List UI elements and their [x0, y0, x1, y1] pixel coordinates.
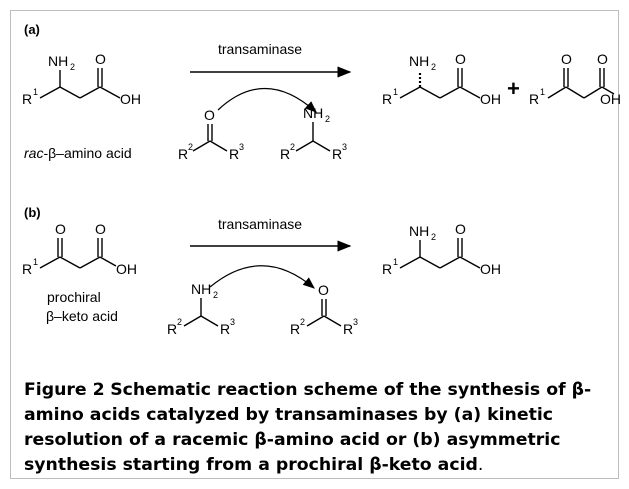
atom-oh-keto-b: OH [116, 261, 137, 277]
reagent-transaminase-a: transaminase [218, 41, 302, 57]
section-label-b: (b) [24, 205, 41, 220]
substrate-label-a-rest: -β–amino acid [43, 145, 131, 161]
atom-o-ketone-b: O [318, 282, 329, 298]
atom-o2-keto-a: O [597, 51, 608, 67]
molecule-amine-b [183, 298, 219, 327]
atom-o-ketone-a: O [204, 107, 215, 123]
atom-r2-amine-b: R [167, 321, 177, 337]
atom-nh2-product-b: NH [409, 223, 429, 239]
atom-r2-sup-amine-a: 2 [290, 142, 295, 152]
molecule-product-amino-acid-a [399, 68, 481, 99]
atom-o: O [95, 51, 106, 67]
atom-r1-sup-keto-a: 1 [540, 87, 545, 97]
substrate-label-b-line2: β–keto acid [46, 308, 118, 324]
molecule-rac-beta-amino-acid [39, 68, 121, 99]
atom-nh2-sub-amine-b: 2 [213, 290, 218, 300]
atom-r1-keto-b: R [22, 261, 32, 277]
atom-r2-sup-ketone-b: 2 [300, 317, 305, 327]
molecule-product-amino-acid-b [399, 238, 481, 269]
atom-r2-ketone-b: R [290, 321, 300, 337]
molecule-amine-a [295, 122, 331, 152]
substrate-label-a: rac-β–amino acid [24, 145, 132, 161]
curved-arrow-a [217, 87, 317, 113]
atom-oh-product-b: OH [480, 261, 501, 277]
molecule-ketone-b [306, 299, 342, 327]
atom-r3-sup-amine-a: 3 [342, 142, 347, 152]
atom-o2-keto-b: O [95, 221, 106, 237]
atom-nh2-amine-b: NH [191, 281, 211, 297]
atom-r1-sup-product-b: 1 [393, 257, 398, 267]
molecule-prochiral-keto-acid [39, 238, 117, 269]
substrate-label-b-line1: prochiral [47, 289, 101, 305]
section-label-a: (a) [24, 22, 40, 37]
atom-r3-amine-b: R [220, 321, 230, 337]
atom-nh2-product-a: NH [409, 53, 429, 69]
atom-r3-sup-amine-b: 3 [230, 317, 235, 327]
atom-nh2: NH [48, 53, 68, 69]
atom-oh: OH [120, 91, 141, 107]
plus-sign: + [507, 76, 520, 101]
atom-r2-ketone-a: R [178, 146, 188, 162]
atom-r3-sup-ketone-a: 3 [239, 142, 244, 152]
atom-r1-keto-a: R [529, 91, 539, 107]
atom-r2-sup-amine-b: 2 [177, 317, 182, 327]
figure-frame [10, 10, 619, 479]
atom-r1-sup: 1 [33, 87, 38, 97]
atom-r2-sup-ketone-a: 2 [188, 142, 193, 152]
substrate-label-a-italic: rac [24, 145, 43, 161]
caption-text: Schematic reaction scheme of the synthes… [24, 380, 592, 475]
atom-o1-keto-a: O [561, 51, 572, 67]
atom-nh2-sub: 2 [70, 62, 75, 72]
atom-r3-sup-ketone-b: 3 [353, 317, 358, 327]
atom-r1: R [22, 91, 32, 107]
atom-oh-product-a: OH [480, 91, 501, 107]
figure-caption: Figure 2 Schematic reaction scheme of th… [24, 378, 614, 478]
atom-r1-sup-keto-b: 1 [33, 257, 38, 267]
curved-arrow-b [209, 265, 315, 289]
atom-r1-sup-product-a: 1 [393, 87, 398, 97]
atom-nh2-sub-product-a: 2 [431, 62, 436, 72]
atom-oh-keto-a: OH [600, 91, 621, 107]
atom-nh2-sub-amine-a: 2 [325, 114, 330, 124]
atom-o-product-a: O [455, 51, 466, 67]
atom-nh2-sub-product-b: 2 [431, 232, 436, 242]
atom-r3-amine-a: R [332, 146, 342, 162]
atom-nh2-amine-a: NH [303, 105, 323, 121]
molecule-product-keto-acid-a [547, 68, 615, 99]
atom-r3-ketone-b: R [343, 321, 353, 337]
reagent-transaminase-b: transaminase [218, 216, 302, 232]
caption-label: Figure 2 [24, 380, 105, 400]
atom-r1-product-b: R [382, 261, 392, 277]
molecule-ketone-a [192, 124, 228, 152]
atom-r1-product-a: R [382, 91, 392, 107]
atom-r2-amine-a: R [280, 146, 290, 162]
atom-o-product-b: O [455, 221, 466, 237]
caption-end: . [477, 455, 484, 475]
atom-o1-keto-b: O [55, 221, 66, 237]
atom-r3-ketone-a: R [229, 146, 239, 162]
